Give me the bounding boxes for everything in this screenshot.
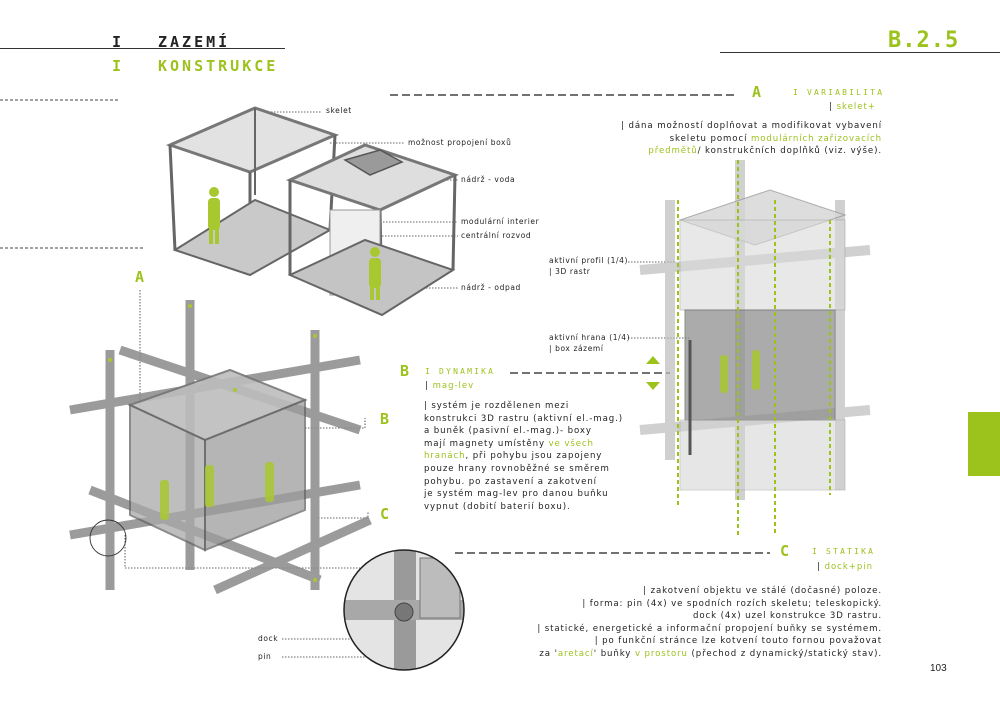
label-skelet: skelet	[326, 106, 352, 115]
cube-grid-illustration	[69, 300, 372, 595]
header-line2-title: KONSTRUKCE	[158, 57, 279, 75]
label-rozvod: centrální rozvod	[461, 231, 532, 240]
header-top-rule	[0, 48, 285, 49]
label-nadrz-odpad: nádrž - odpad	[461, 283, 521, 292]
node-dots	[108, 304, 317, 582]
label-profil-1: aktivní profil (1/4)	[549, 256, 629, 265]
section-b-text: | systém je rozdělenen mezi konstrukci 3…	[424, 401, 623, 512]
label-pin: pin	[258, 652, 272, 661]
label-nadrz-voda: nádrž - voda	[461, 175, 516, 184]
page-side-tab	[968, 412, 1000, 476]
dock-detail-illustration	[343, 549, 465, 671]
section-a-sub: | skelet+	[829, 102, 876, 112]
label-profil-2: | 3D rastr	[549, 267, 591, 276]
green-guide-lines	[677, 160, 831, 535]
box-skelet-floor	[172, 198, 333, 277]
section-c-letter: C	[780, 542, 790, 560]
section-c-text: | zakotvení objektu ve stálé (dočasné) p…	[537, 586, 882, 659]
header-line1-marker: I	[112, 33, 125, 51]
page-number: 103	[930, 663, 947, 674]
section-a-letter: A	[752, 83, 762, 101]
box-corner	[419, 557, 461, 619]
code-underline	[720, 52, 1000, 53]
label-hrana-1: aktivní hrana (1/4)	[549, 333, 631, 342]
raster-bottom-body	[679, 419, 846, 491]
person-figure-2	[369, 247, 381, 300]
label-propojeni: možnost propojení boxů	[408, 138, 512, 147]
marker-a: A	[135, 268, 145, 286]
header-line2-marker: I	[112, 57, 125, 75]
arrow-down-icon	[646, 382, 660, 390]
arrow-up-icon	[646, 356, 660, 364]
raster-upper-body	[679, 219, 846, 311]
section-b-letter: B	[400, 362, 410, 380]
header-line1-title: ZAZEMÍ	[158, 33, 231, 51]
marker-b: B	[380, 410, 390, 428]
person-figure-1	[208, 187, 220, 244]
section-c-title: I STATIKA	[812, 547, 876, 556]
leader-marker-b	[305, 418, 366, 429]
raster-illustration	[639, 160, 871, 535]
section-c-sub: | dock+pin	[817, 562, 874, 572]
section-a-title: I VARIABILITA	[793, 88, 885, 97]
cube-figures	[160, 462, 274, 520]
leader-marker-c	[318, 512, 369, 519]
marker-c: C	[380, 505, 390, 523]
section-code: B.2.5	[888, 28, 960, 53]
box-zazemi	[285, 143, 460, 316]
pin-node	[394, 602, 414, 622]
label-hrana-2: | box zázemí	[549, 344, 604, 353]
section-b-title: I DYNAMIKA	[425, 367, 496, 376]
label-dock: dock	[258, 634, 279, 643]
section-b-sub: | mag-lev	[425, 381, 475, 391]
boxes-illustration	[165, 106, 460, 317]
section-a-text: | dána možností doplňovat a modifikovat …	[621, 121, 882, 157]
label-interier: modulární interier	[461, 217, 540, 226]
cube-front-right	[204, 398, 306, 552]
raster-figures	[720, 350, 760, 393]
detail-circle-marker	[89, 519, 127, 557]
